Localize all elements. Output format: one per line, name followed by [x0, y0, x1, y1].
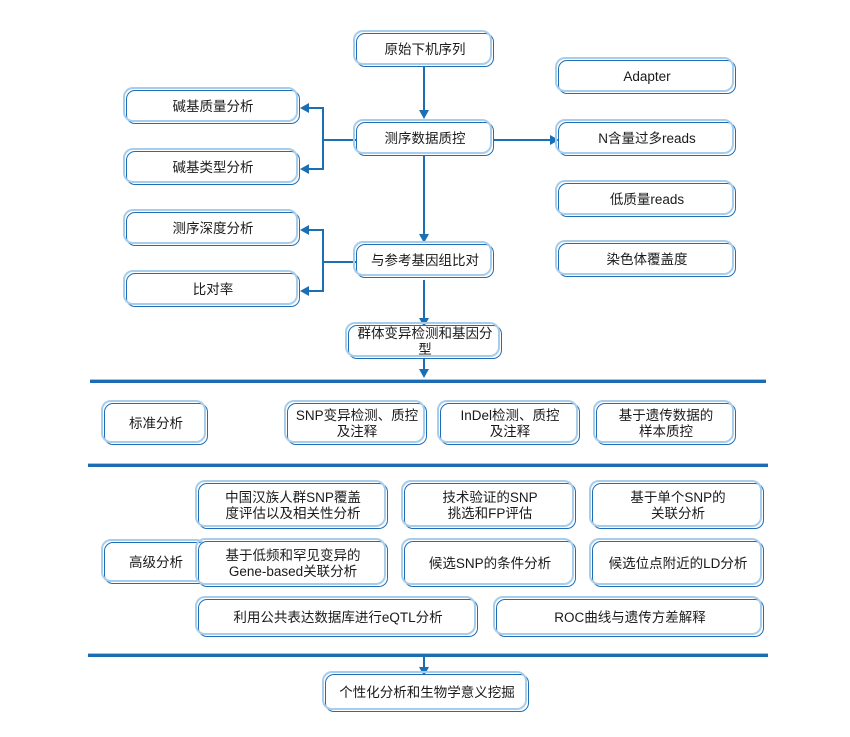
node-high-n-reads[interactable]: N含量过多reads	[555, 119, 736, 156]
connector-variant-to-divider	[423, 359, 426, 375]
connector-align-to-depth	[308, 229, 324, 232]
node-raw-reads[interactable]: 原始下机序列	[353, 30, 494, 67]
section-divider-advanced	[88, 463, 768, 467]
arrowhead-align-ref	[418, 234, 429, 243]
node-gene-based-association[interactable]: 基于低频和罕见变异的 Gene-based关联分析	[195, 538, 388, 587]
node-roc-curve-genetic-variance[interactable]: ROC曲线与遗传方差解释	[493, 596, 764, 637]
arrowhead-depth	[300, 224, 309, 235]
node-eqtl-public-expression-db[interactable]: 利用公共表达数据库进行eQTL分析	[195, 596, 478, 637]
node-personalized-analysis[interactable]: 个性化分析和生物学意义挖掘	[322, 671, 529, 712]
arrowhead-align-rate	[300, 285, 309, 296]
connector-align-to-variant	[423, 280, 426, 322]
node-sequencing-depth-analysis[interactable]: 测序深度分析	[123, 209, 300, 246]
arrowhead-base-type	[300, 163, 309, 174]
connector-qc-left-bus	[322, 108, 325, 170]
node-candidate-snp-conditional[interactable]: 候选SNP的条件分析	[401, 538, 576, 587]
connector-qc-to-align	[423, 153, 426, 238]
node-alignment-rate[interactable]: 比对率	[123, 270, 300, 307]
connector-raw-to-qc	[423, 65, 426, 113]
node-genetic-data-sample-qc[interactable]: 基于遗传数据的 样本质控	[593, 400, 736, 445]
node-chromosome-coverage[interactable]: 染色体覆盖度	[555, 240, 736, 277]
connector-align-left-bus	[322, 230, 325, 292]
arrowhead-personalized	[418, 667, 429, 676]
node-sequencing-qc[interactable]: 测序数据质控	[353, 119, 494, 156]
connector-align-to-align-rate	[308, 290, 324, 293]
arrowhead-raw-to-qc	[418, 110, 429, 119]
section-divider-personalized	[88, 653, 768, 657]
node-snp-detection-qc-annotation[interactable]: SNP变异检测、质控 及注释	[284, 400, 427, 445]
node-han-chinese-snp-coverage[interactable]: 中国汉族人群SNP覆盖 度评估以及相关性分析	[195, 480, 388, 529]
connector-align-left-stub	[322, 261, 359, 264]
section-divider-standard	[90, 379, 766, 383]
node-indel-detection-qc-annotation[interactable]: InDel检测、质控 及注释	[437, 400, 580, 445]
node-low-quality-reads[interactable]: 低质量reads	[555, 180, 736, 217]
node-align-reference-genome[interactable]: 与参考基因组比对	[353, 241, 494, 278]
node-advanced-analysis-label[interactable]: 高级分析	[101, 539, 208, 584]
connector-qc-to-n-reads	[494, 139, 554, 142]
connector-qc-left-stub	[322, 139, 359, 142]
node-variant-calling-genotyping[interactable]: 群体变异检测和基因分型	[345, 322, 502, 359]
node-single-snp-association[interactable]: 基于单个SNP的 关联分析	[589, 480, 764, 529]
connector-qc-to-base-quality	[308, 107, 324, 110]
arrowhead-base-quality	[300, 102, 309, 113]
node-tech-validated-snp-selection[interactable]: 技术验证的SNP 挑选和FP评估	[401, 480, 576, 529]
node-adapter[interactable]: Adapter	[555, 57, 736, 94]
node-candidate-locus-ld[interactable]: 候选位点附近的LD分析	[589, 538, 764, 587]
connector-divider-to-personalized	[423, 655, 426, 673]
arrowhead-section-standard	[418, 369, 429, 378]
node-base-quality-analysis[interactable]: 碱基质量分析	[123, 87, 300, 124]
connector-qc-to-base-type	[308, 168, 324, 171]
node-base-type-analysis[interactable]: 碱基类型分析	[123, 148, 300, 185]
arrowhead-variant-calling	[418, 318, 429, 327]
arrowhead-n-reads	[550, 134, 559, 145]
node-standard-analysis-label[interactable]: 标准分析	[101, 400, 208, 445]
